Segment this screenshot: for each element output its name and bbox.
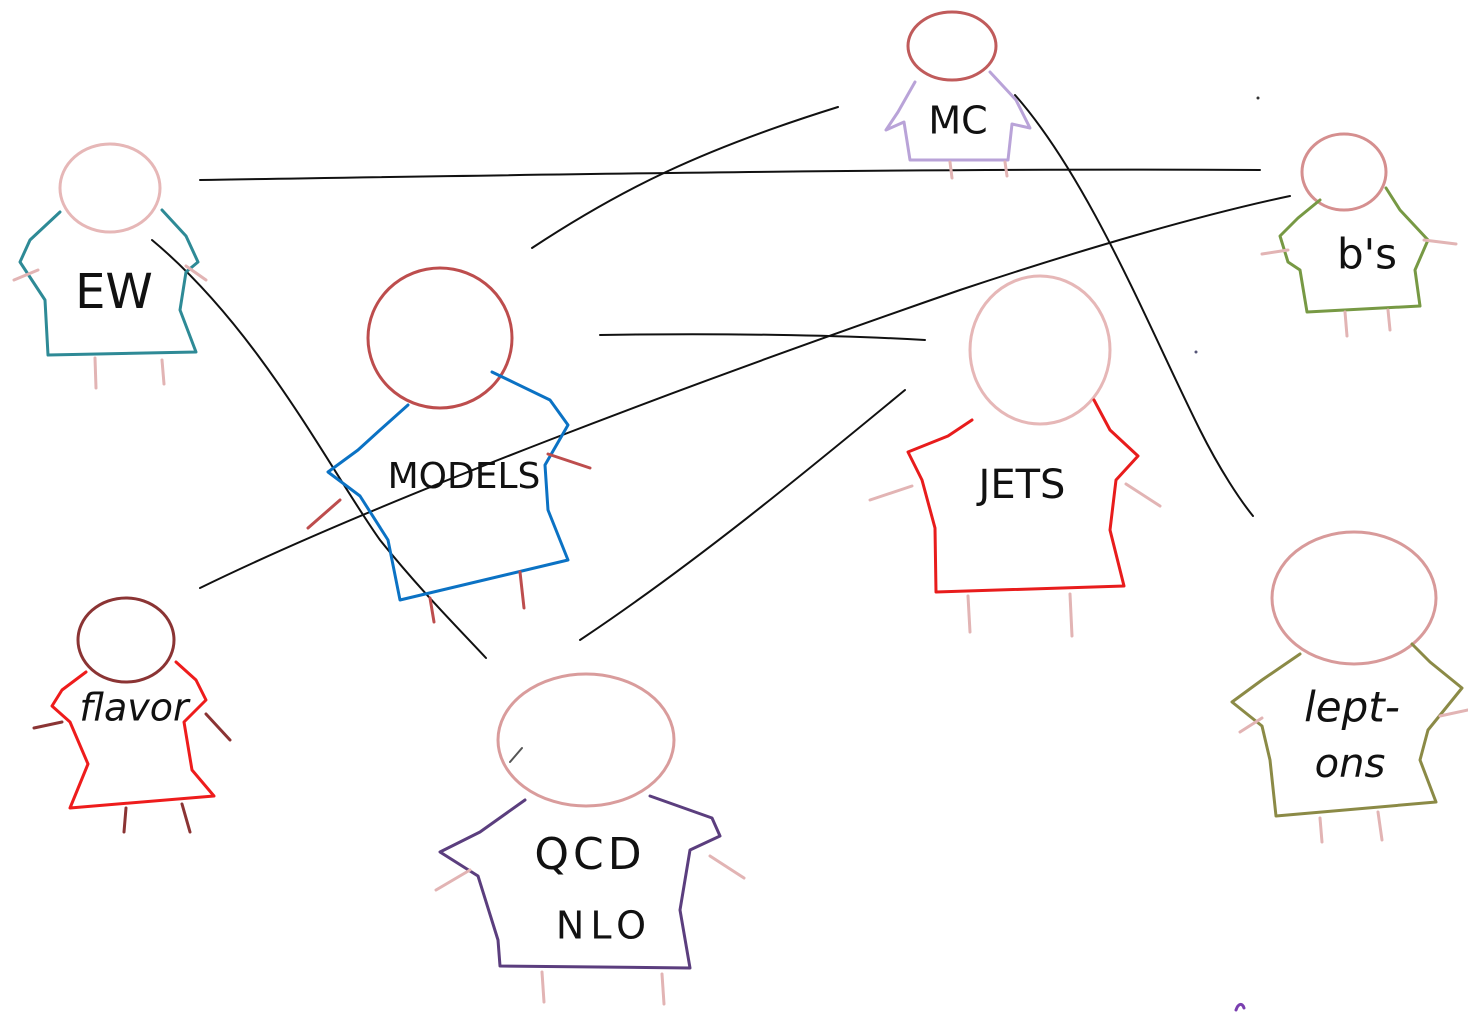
connection-flavor-bs xyxy=(199,195,1291,589)
arms-legs xyxy=(1238,708,1468,844)
shirt-label: EW xyxy=(75,264,153,320)
shirt-label: MC xyxy=(928,99,987,143)
head xyxy=(366,266,514,410)
shirt xyxy=(884,70,1032,162)
shirt xyxy=(1278,186,1430,314)
connection-ew-bs xyxy=(199,168,1261,181)
shirt-label: JETS xyxy=(976,462,1066,508)
shirt-label-line-2: NLO xyxy=(556,904,652,948)
shirt xyxy=(906,398,1140,594)
shirt-label-line-1: lept- xyxy=(1304,683,1400,732)
person-jets: JETS xyxy=(868,274,1162,638)
head-mark xyxy=(509,747,523,763)
connections xyxy=(151,94,1291,659)
shirt-label: flavor xyxy=(79,686,191,730)
head xyxy=(58,142,162,234)
person-flavor: flavor xyxy=(32,596,232,834)
connection-qcd-jets xyxy=(579,389,906,641)
person-qcd-nlo: QCD NLO xyxy=(434,672,746,1006)
connection-models-jets xyxy=(599,333,926,341)
head xyxy=(906,10,998,82)
head xyxy=(1270,530,1438,666)
person-mc: MC xyxy=(884,10,1032,180)
head xyxy=(76,596,176,684)
arms-legs xyxy=(1260,238,1458,338)
arms-legs xyxy=(12,264,208,390)
connection-mc-leptons xyxy=(1014,94,1254,517)
head xyxy=(968,274,1112,426)
shirt-label: b's xyxy=(1337,230,1397,279)
connection-ew-qcd xyxy=(151,239,487,659)
shirt xyxy=(50,660,216,810)
legs xyxy=(948,160,1009,180)
shirt xyxy=(18,208,200,357)
person-bs: b's xyxy=(1260,132,1458,338)
shirt xyxy=(326,370,570,602)
connection-models-mc xyxy=(531,106,839,249)
shirt-label-line-1: QCD xyxy=(534,829,645,880)
person-models: MODELS xyxy=(306,266,592,624)
shirt xyxy=(1230,642,1464,818)
person-leptons: lept- ons xyxy=(1230,530,1468,844)
head xyxy=(496,672,676,808)
arms-legs xyxy=(868,482,1162,638)
arms-legs xyxy=(306,452,592,624)
shirt-label-line-2: ons xyxy=(1315,741,1386,787)
arms-legs xyxy=(32,712,232,834)
person-ew: EW xyxy=(12,142,208,390)
arms-legs xyxy=(434,854,746,1006)
head xyxy=(1300,132,1388,212)
shirt-label: MODELS xyxy=(388,456,541,497)
shirt xyxy=(438,794,722,970)
stray-marks xyxy=(1194,96,1260,1012)
